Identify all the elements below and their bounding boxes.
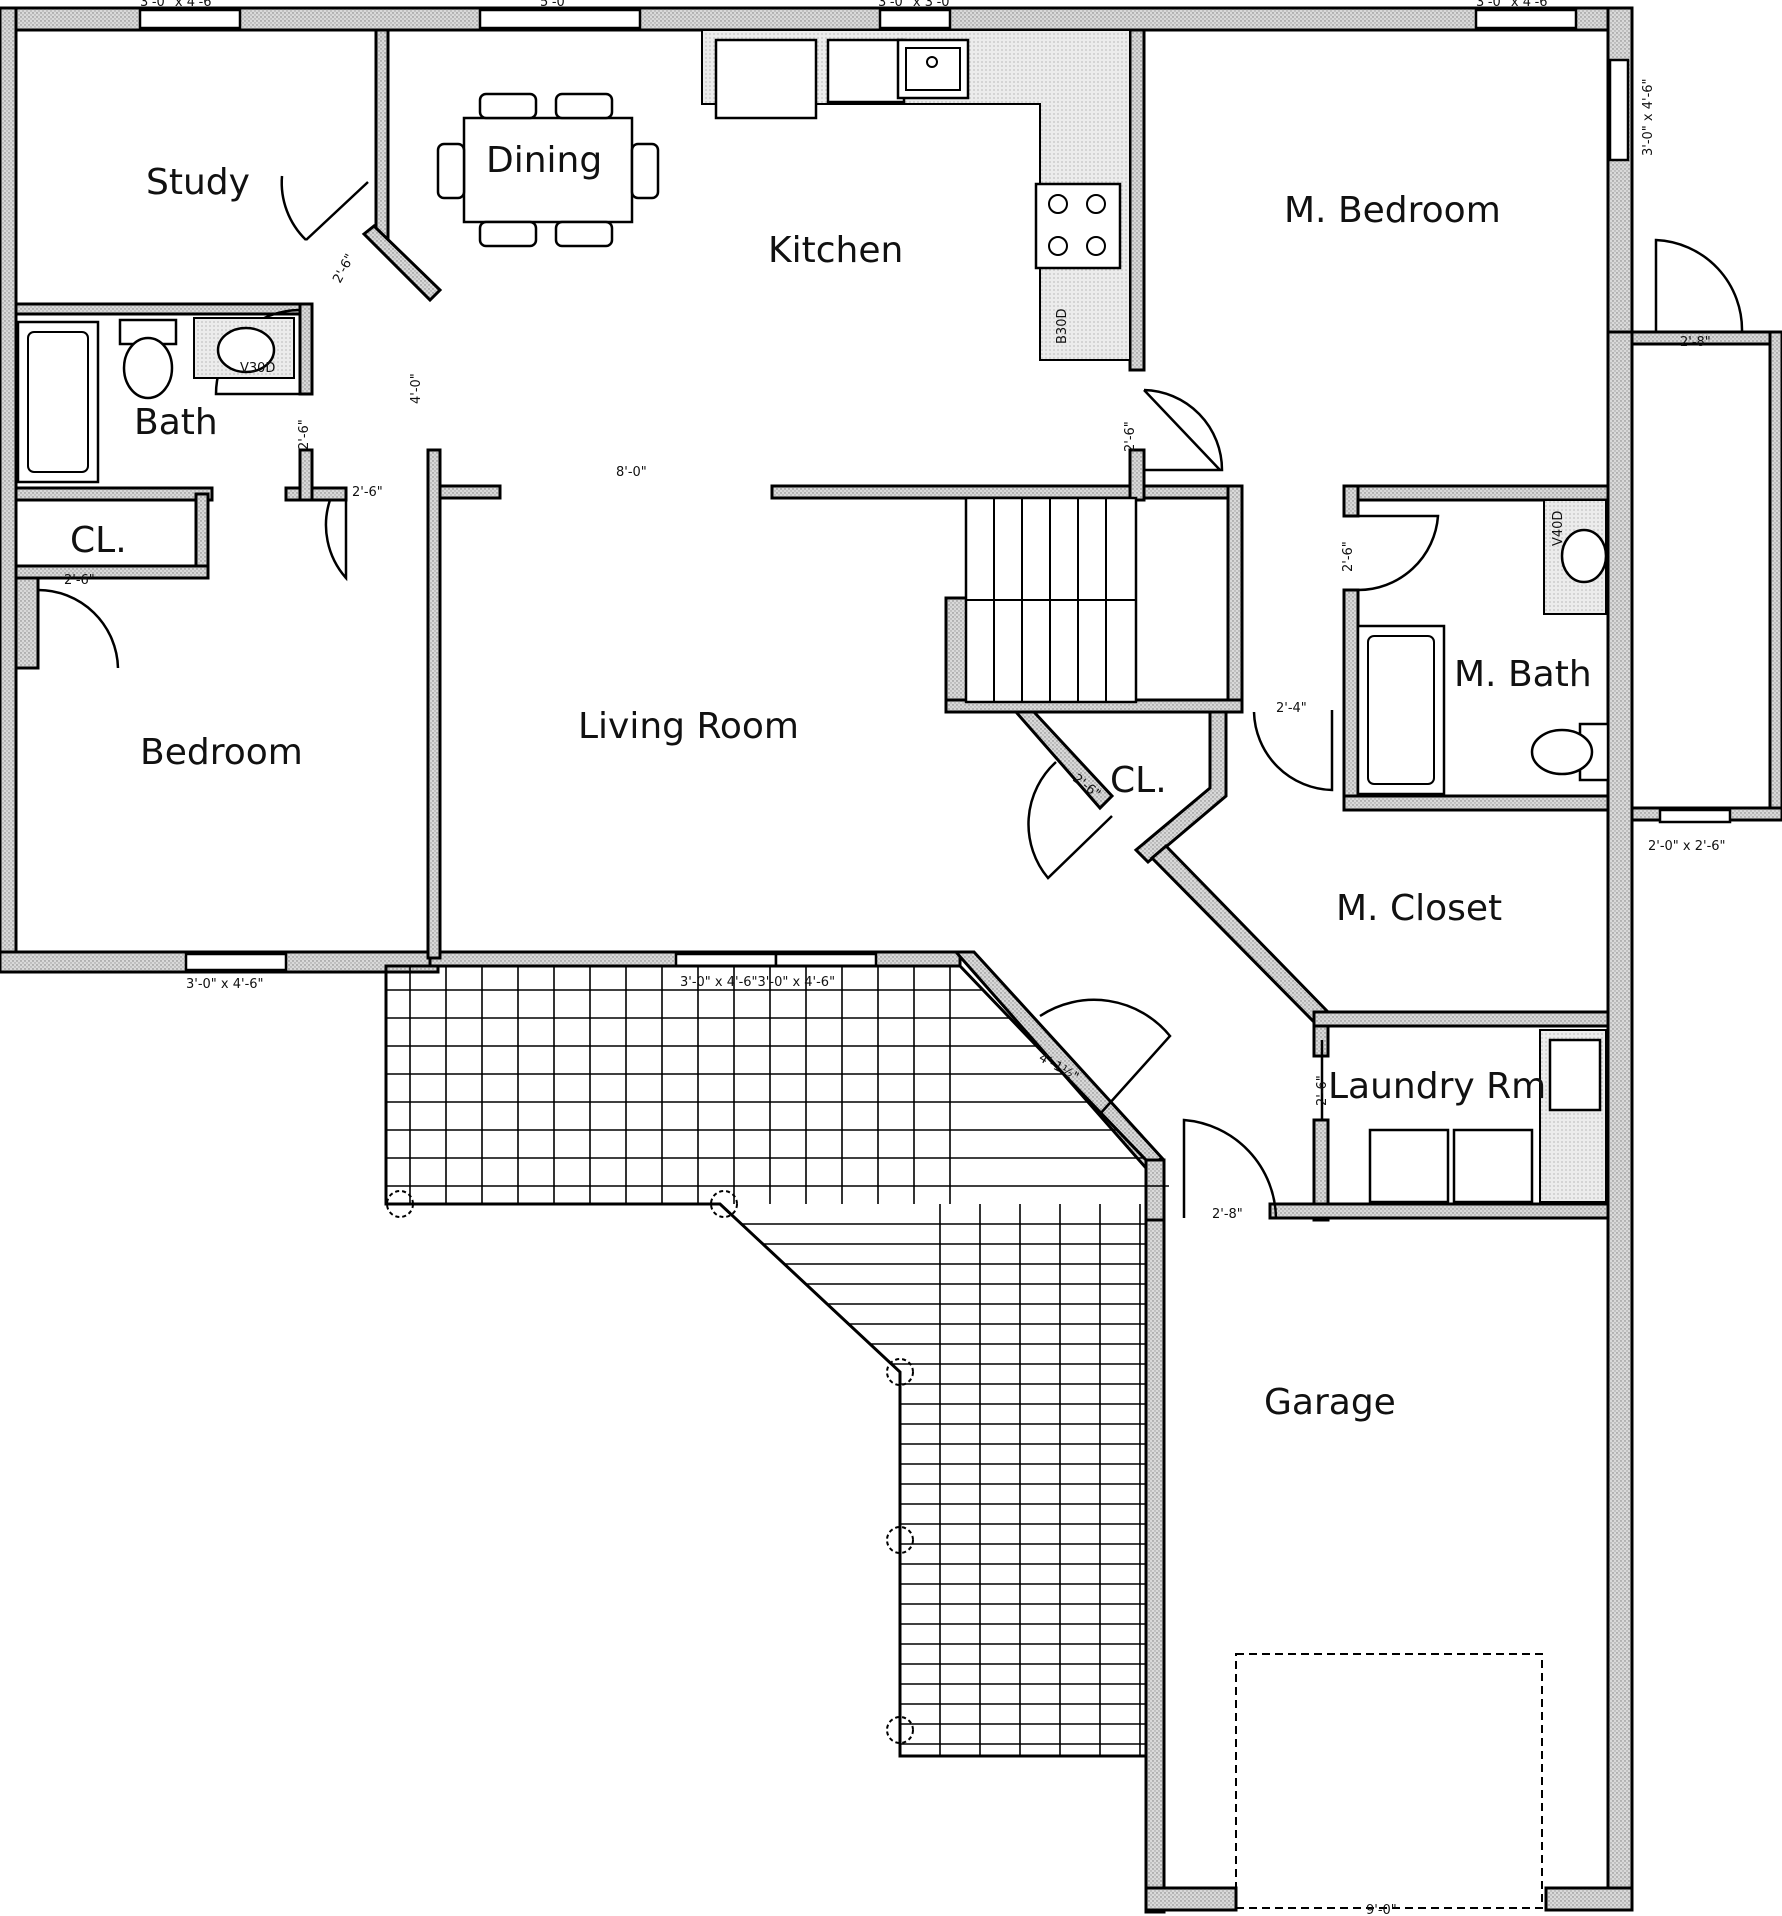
chair-icon [630, 142, 660, 200]
stove-icon [1034, 182, 1122, 270]
toilet-icon [122, 336, 174, 400]
deck-post-icon [886, 1358, 914, 1386]
door-top-dining [478, 8, 642, 30]
door-master-bedroom [1143, 388, 1224, 472]
room-label-master-closet: M. Closet [1336, 888, 1502, 929]
dim-top-window-study: 3'-0" x 4'-6" [140, 0, 218, 10]
dim-garage-bottom: 9'-0" [1366, 1903, 1397, 1916]
toilet-icon [1530, 728, 1594, 776]
room-label-closet-left: CL. [70, 520, 127, 561]
room-label-laundry: Laundry Rm [1328, 1066, 1546, 1107]
dim-closet-left-door: 2'-6" [64, 573, 95, 588]
door-closet-mid [1027, 761, 1113, 880]
dim-bedroom-window: 3'-0" x 4'-6" [186, 977, 264, 992]
bath-fixtures: V30D [16, 317, 295, 484]
door-garage [1182, 1118, 1278, 1219]
room-label-living-room: Living Room [578, 706, 799, 747]
deck-post-icon [710, 1190, 738, 1218]
dim-side-window-master: 3'-0" x 4'-6" [1641, 78, 1656, 156]
door-bedroom [324, 499, 348, 582]
master-bath-vanity-tag: V40D [1551, 511, 1566, 546]
chair-icon [478, 220, 538, 248]
dryer-icon [1452, 1128, 1534, 1204]
doors [36, 175, 1744, 1219]
window-deck-2 [774, 952, 878, 968]
room-label-garage: Garage [1264, 1382, 1396, 1423]
dim-kitchen-master-door: 2'-6" [1123, 421, 1138, 452]
window-master-side [1608, 58, 1630, 162]
dim-hall-width: 4'-0" [409, 373, 424, 404]
bathtub-icon [16, 320, 100, 484]
interior-walls [14, 28, 1610, 1222]
room-label-master-bath: M. Bath [1454, 654, 1592, 695]
door-exterior-right [1654, 238, 1744, 333]
deck-post-icon [386, 1190, 414, 1218]
door-master-closet [1252, 710, 1334, 792]
bath-vanity-tag: V30D [240, 361, 275, 376]
door-closet-left [36, 588, 120, 669]
dim-bath-door: 2'-6" [297, 419, 312, 450]
dim-bedroom-door: 2'-6" [352, 485, 383, 500]
room-labels: Study Dining Kitchen M. Bedroom Bath CL.… [70, 140, 1592, 1423]
room-label-closet-mid: CL. [1110, 760, 1167, 801]
door-deck [1039, 998, 1172, 1115]
dim-right-window: 2'-0" x 2'-6" [1648, 839, 1726, 854]
fridge-icon [714, 38, 818, 120]
sink-icon [896, 38, 970, 100]
garage-car-outline [1235, 1653, 1543, 1909]
dim-top-door-dining: 5'-0" [540, 0, 571, 10]
sink-icon [1560, 528, 1608, 584]
deck [384, 964, 1169, 1758]
master-bath-fixtures: V40D [1356, 499, 1610, 796]
kitchen-fixtures: B30D [701, 29, 1131, 361]
washer-icon [1368, 1128, 1450, 1204]
door-master-bath [1357, 514, 1440, 592]
dining-table [436, 92, 660, 248]
utility-sink-icon [1548, 1038, 1602, 1112]
room-label-bath: Bath [134, 402, 218, 443]
sink-icon [216, 326, 276, 374]
exterior-walls [0, 6, 1782, 1914]
chair-icon [554, 220, 614, 248]
window-right-porch [1658, 808, 1732, 824]
door-study [280, 175, 369, 241]
dim-deck-windows: 3'-0" x 4'-6"3'-0" x 4'-6" [680, 975, 835, 990]
room-label-study: Study [146, 162, 250, 203]
dim-study-door: 2'-6" [330, 252, 358, 286]
bathtub-icon [1356, 624, 1446, 796]
dim-exterior-door-right: 2'-8" [1680, 335, 1711, 350]
kitchen-oven-tag: B30D [1055, 309, 1070, 344]
window-kitchen [878, 8, 952, 30]
room-label-master-bedroom: M. Bedroom [1284, 190, 1501, 231]
window-master-top [1474, 8, 1578, 30]
dim-garage-door: 2'-8" [1212, 1207, 1243, 1222]
room-label-dining: Dining [486, 140, 602, 181]
deck-post-icon [886, 1716, 914, 1744]
dim-top-window-kitchen: 3'-0" x 3'-0" [878, 0, 956, 10]
dim-top-window-master: 3'-0" x 4'-6" [1476, 0, 1554, 10]
room-label-kitchen: Kitchen [768, 230, 903, 271]
window-deck-1 [674, 952, 778, 968]
table-icon [462, 116, 634, 224]
dim-master-closet-door: 2'-4" [1276, 701, 1307, 716]
dim-master-bath-door: 2'-6" [1341, 541, 1356, 572]
dim-laundry-door: 2'-6" [1315, 1075, 1330, 1106]
chair-icon [436, 142, 466, 200]
chair-icon [554, 92, 614, 120]
window-bedroom [184, 952, 288, 972]
room-label-bedroom: Bedroom [140, 732, 303, 773]
chair-icon [478, 92, 538, 120]
staircase [964, 496, 1138, 704]
laundry-fixtures [1368, 1029, 1607, 1204]
window-study [138, 8, 242, 30]
deck-post-icon [886, 1526, 914, 1554]
dim-hall-opening: 8'-0" [616, 465, 647, 480]
